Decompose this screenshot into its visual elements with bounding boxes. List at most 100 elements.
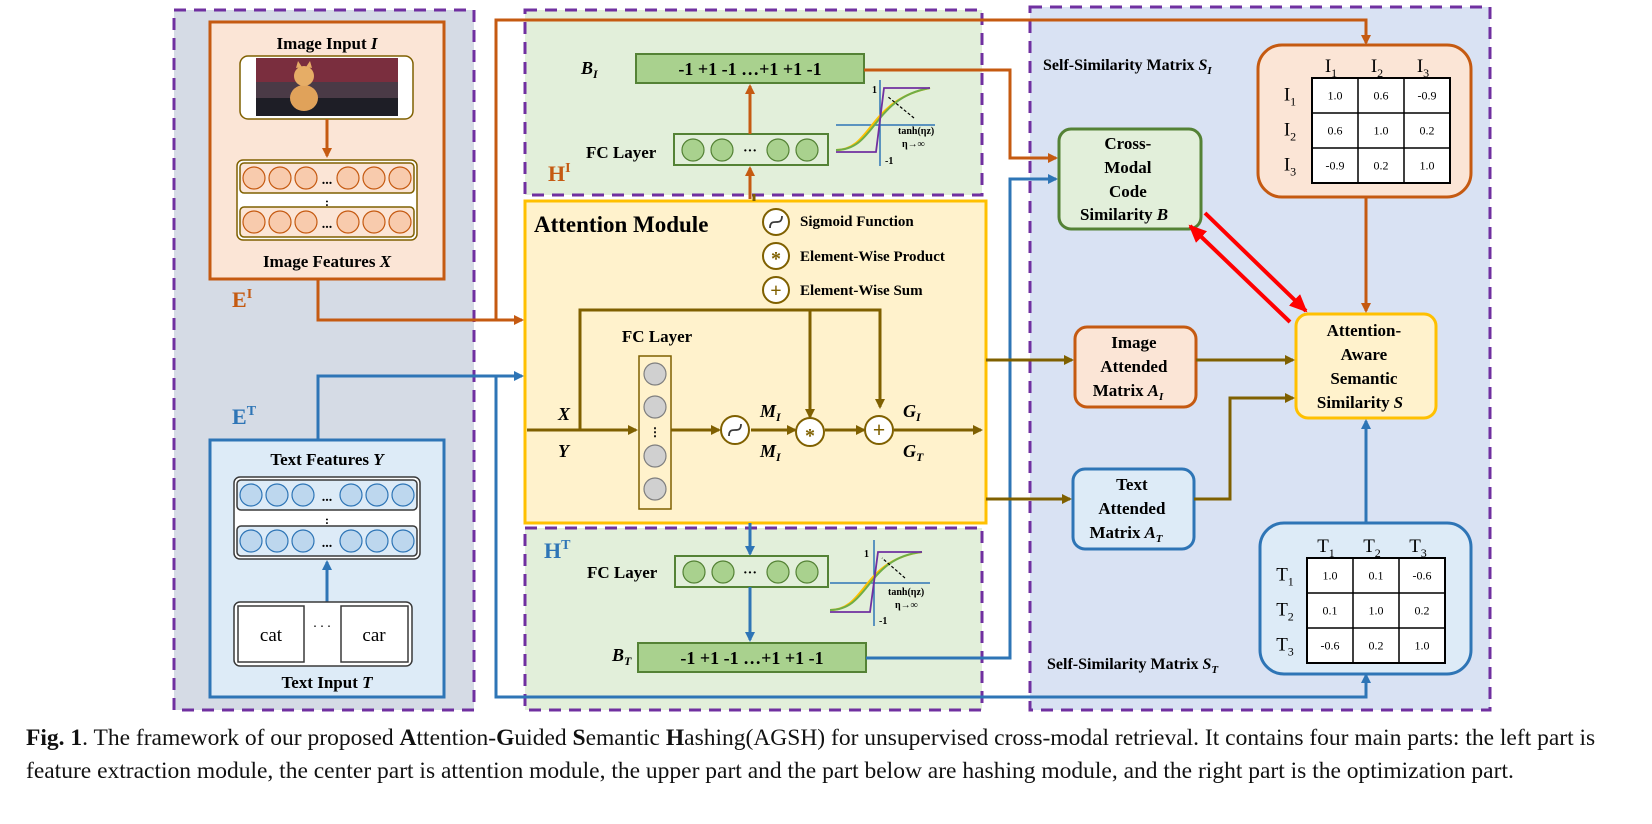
svg-text::: : <box>325 513 329 527</box>
svg-text:Element-Wise Sum: Element-Wise Sum <box>800 283 923 299</box>
image-code-var: BI <box>580 58 599 81</box>
caption-fig-label: Fig. 1 <box>26 725 83 751</box>
svg-text:tanh(ηz): tanh(ηz) <box>888 587 924 598</box>
attention-aware-similarity-box <box>1294 312 1438 420</box>
svg-text:car: car <box>362 625 386 646</box>
attention-fc-label: FC Layer <box>622 327 693 346</box>
svg-text:···: ··· <box>743 566 757 581</box>
cross-modal-to-aware-red-arrow <box>1203 211 1308 313</box>
attention-g1-label: GI <box>903 401 922 424</box>
matrix-cell: -0.9 <box>1326 159 1345 173</box>
image-hashing-region <box>523 8 984 197</box>
text-input-label: Text Input T <box>281 673 373 692</box>
image-attended-matrix-box <box>1073 325 1198 409</box>
text-input-words: cat . . . car <box>233 601 413 667</box>
attention-product-node <box>795 417 825 447</box>
attention-fc-layer: ⋮ <box>638 355 672 510</box>
matrix-cell: 1.0 <box>1328 89 1343 103</box>
svg-text:*: * <box>771 248 781 270</box>
svg-text:Element-Wise Product: Element-Wise Product <box>800 249 945 265</box>
svg-text:...: ... <box>322 536 333 551</box>
text-features-label: Text Features Y <box>270 450 385 469</box>
matrix-cell: 0.6 <box>1374 89 1389 103</box>
element-wise-product-icon <box>762 242 790 270</box>
text-code-to-cross-modal-arrow <box>866 174 1058 660</box>
matrix-cell: -0.6 <box>1413 569 1432 583</box>
image-hashing-label: HI <box>548 161 571 186</box>
svg-text:-1: -1 <box>885 156 893 167</box>
text-fc-layer: ··· <box>674 555 829 588</box>
svg-text:...: ... <box>322 490 333 505</box>
image-feature-rows: ... ... : <box>236 159 418 241</box>
matrix-grid <box>1306 557 1446 664</box>
text-hash-code-box <box>637 642 867 673</box>
matrix-cell: 0.1 <box>1323 604 1338 618</box>
attention-module-title: Attention Module <box>534 212 708 237</box>
svg-text:. . .: . . . <box>313 616 331 631</box>
svg-text:+: + <box>873 417 886 442</box>
text-encoder-label: ET <box>232 404 257 429</box>
attention-module-box <box>523 199 988 525</box>
svg-text:1: 1 <box>864 549 869 560</box>
svg-text:⋮: ⋮ <box>649 425 661 439</box>
image-features-to-attention-arrow <box>316 279 524 325</box>
attention-y-label: Y <box>558 441 571 461</box>
matrix-cell: 1.0 <box>1323 569 1338 583</box>
matrix-cell: 0.6 <box>1328 124 1343 138</box>
matrix-cell: 1.0 <box>1374 124 1389 138</box>
matrix-cell: 0.2 <box>1415 604 1430 618</box>
matrix-cell: 0.2 <box>1420 124 1435 138</box>
attention-x-label: X <box>557 404 571 424</box>
image-features-label: Image Features X <box>263 252 392 271</box>
attention-m2-label: MI <box>759 441 782 464</box>
svg-text::: : <box>325 195 329 209</box>
matrix-cell: 0.2 <box>1369 639 1384 653</box>
image-fc-label: FC Layer <box>586 143 657 162</box>
matrix-cell: 0.1 <box>1369 569 1384 583</box>
image-tanh-plot: 1 -1 tanh(ηz) η→∞ <box>835 80 935 167</box>
matrix-cell: 1.0 <box>1369 604 1384 618</box>
agsh-framework-diagram: Image Input I ... ... : Image Features X… <box>172 5 1492 712</box>
svg-text:1: 1 <box>872 85 877 96</box>
svg-text:cat: cat <box>260 625 283 646</box>
figure-caption: Fig. 1. The framework of our proposed At… <box>26 725 1596 784</box>
matrix-cell: 1.0 <box>1420 159 1435 173</box>
svg-text:Sigmoid Function: Sigmoid Function <box>800 214 914 230</box>
text-fc-label: FC Layer <box>587 563 658 582</box>
matrix-cell: 0.2 <box>1374 159 1389 173</box>
attention-legend: Sigmoid Function * Element-Wise Product … <box>762 208 945 304</box>
image-self-similarity-label: Self-Similarity Matrix SI <box>1043 57 1212 77</box>
text-code-var: BT <box>611 645 632 668</box>
svg-text:tanh(ηz): tanh(ηz) <box>898 126 934 137</box>
text-hash-code: -1 +1 -1 …+1 +1 -1 <box>680 648 823 668</box>
cross-modal-similarity-box <box>1057 127 1203 231</box>
attention-g2-label: GT <box>903 441 924 464</box>
matrix-cell: -0.9 <box>1418 89 1437 103</box>
image-fc-layer: ··· <box>673 133 829 166</box>
attention-flow <box>527 194 983 435</box>
image-input-label: Image Input I <box>276 34 378 53</box>
matrix-cell: -0.6 <box>1321 639 1340 653</box>
text-hashing-label: HT <box>544 538 571 563</box>
text-features-to-attention-arrow <box>316 371 524 440</box>
text-attended-to-aware-arrow <box>1194 393 1295 501</box>
text-feature-rows: ... ... : <box>233 476 421 560</box>
cat-image-icon <box>239 55 414 120</box>
attention-sum-node <box>864 415 894 445</box>
attention-m-label: MI <box>759 401 782 424</box>
svg-text:...: ... <box>322 173 333 188</box>
matrix-cell: 1.0 <box>1415 639 1430 653</box>
svg-text:η→∞: η→∞ <box>895 600 918 611</box>
text-self-similarity-label: Self-Similarity Matrix ST <box>1047 656 1219 676</box>
element-wise-sum-icon <box>762 276 790 304</box>
text-attended-matrix-box <box>1071 467 1196 551</box>
svg-text:-1: -1 <box>879 616 887 627</box>
text-tanh-plot: 1 -1 tanh(ηz) η→∞ <box>829 540 930 627</box>
svg-text:...: ... <box>322 217 333 232</box>
svg-text:+: + <box>770 280 781 302</box>
matrix-grid <box>1311 77 1451 184</box>
